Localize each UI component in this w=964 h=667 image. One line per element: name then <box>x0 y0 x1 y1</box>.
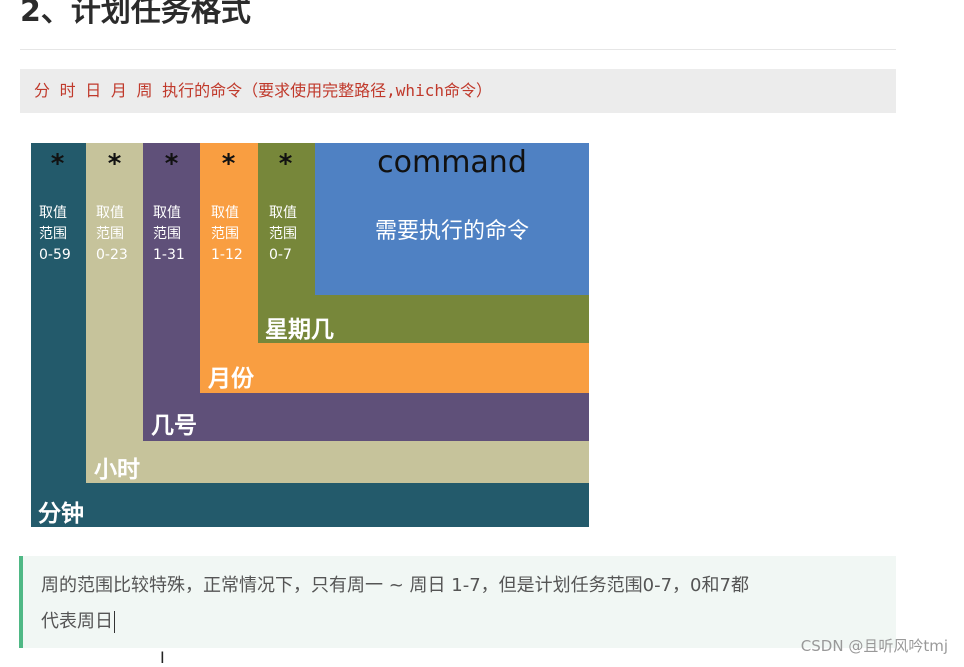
hour-label: 小时 <box>94 457 140 483</box>
heading-divider <box>20 49 896 50</box>
month-star: * <box>221 149 236 179</box>
minute-range-caption: 取值 范围 <box>39 205 67 242</box>
minute-label: 分钟 <box>38 501 84 527</box>
month-range-value: 1-12 <box>211 247 243 263</box>
minute-range: 取值 范围 0-59 <box>31 203 88 266</box>
command-block <box>315 143 589 295</box>
day-range-caption: 取值 范围 <box>153 205 181 242</box>
weekday-range: 取值 范围 0-7 <box>261 203 318 266</box>
cron-diagram: * * * * * 取值 范围 0-59 取值 范围 0-23 取值 范围 1-… <box>31 143 589 527</box>
weekday-label: 星期几 <box>265 317 334 343</box>
month-range-caption: 取值 范围 <box>211 205 239 242</box>
day-label: 几号 <box>151 413 197 439</box>
section-heading: 2、计划任务格式 <box>20 0 251 29</box>
day-range-value: 1-31 <box>153 247 185 263</box>
month-label: 月份 <box>208 366 254 392</box>
month-range: 取值 范围 1-12 <box>203 203 260 266</box>
minute-star: * <box>50 149 65 179</box>
hour-star: * <box>107 149 122 179</box>
cron-format-code: 分 时 日 月 周 执行的命令（要求使用完整路径,which命令） <box>20 69 896 113</box>
weekday-range-value: 0-7 <box>269 247 292 263</box>
day-range: 取值 范围 1-31 <box>145 203 202 266</box>
hour-range: 取值 范围 0-23 <box>88 203 145 266</box>
note-line-2: 代表周日 <box>41 611 113 632</box>
weekday-range-caption: 取值 范围 <box>269 205 297 242</box>
hour-range-caption: 取值 范围 <box>96 205 124 242</box>
minute-range-value: 0-59 <box>39 247 71 263</box>
note-line-1: 周的范围比较特殊，正常情况下，只有周一 ~ 周日 1-7，但是计划任务范围0-7… <box>41 575 749 596</box>
text-caret <box>114 611 115 633</box>
command-title: command <box>377 145 527 180</box>
csdn-watermark: CSDN @且听风吟tmj <box>800 637 948 655</box>
weekday-note[interactable]: 周的范围比较特殊，正常情况下，只有周一 ~ 周日 1-7，但是计划任务范围0-7… <box>19 556 896 648</box>
command-desc: 需要执行的命令 <box>374 219 529 244</box>
day-star: * <box>164 149 179 179</box>
weekday-star: * <box>278 149 293 179</box>
hour-range-value: 0-23 <box>96 247 128 263</box>
ibeam-cursor-icon: Ⅰ <box>160 648 165 667</box>
